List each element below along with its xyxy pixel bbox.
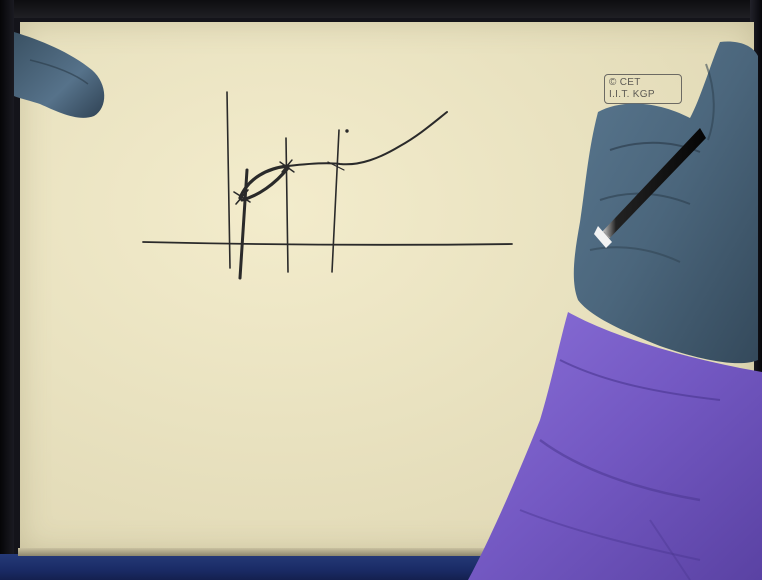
right-glove — [574, 42, 758, 364]
